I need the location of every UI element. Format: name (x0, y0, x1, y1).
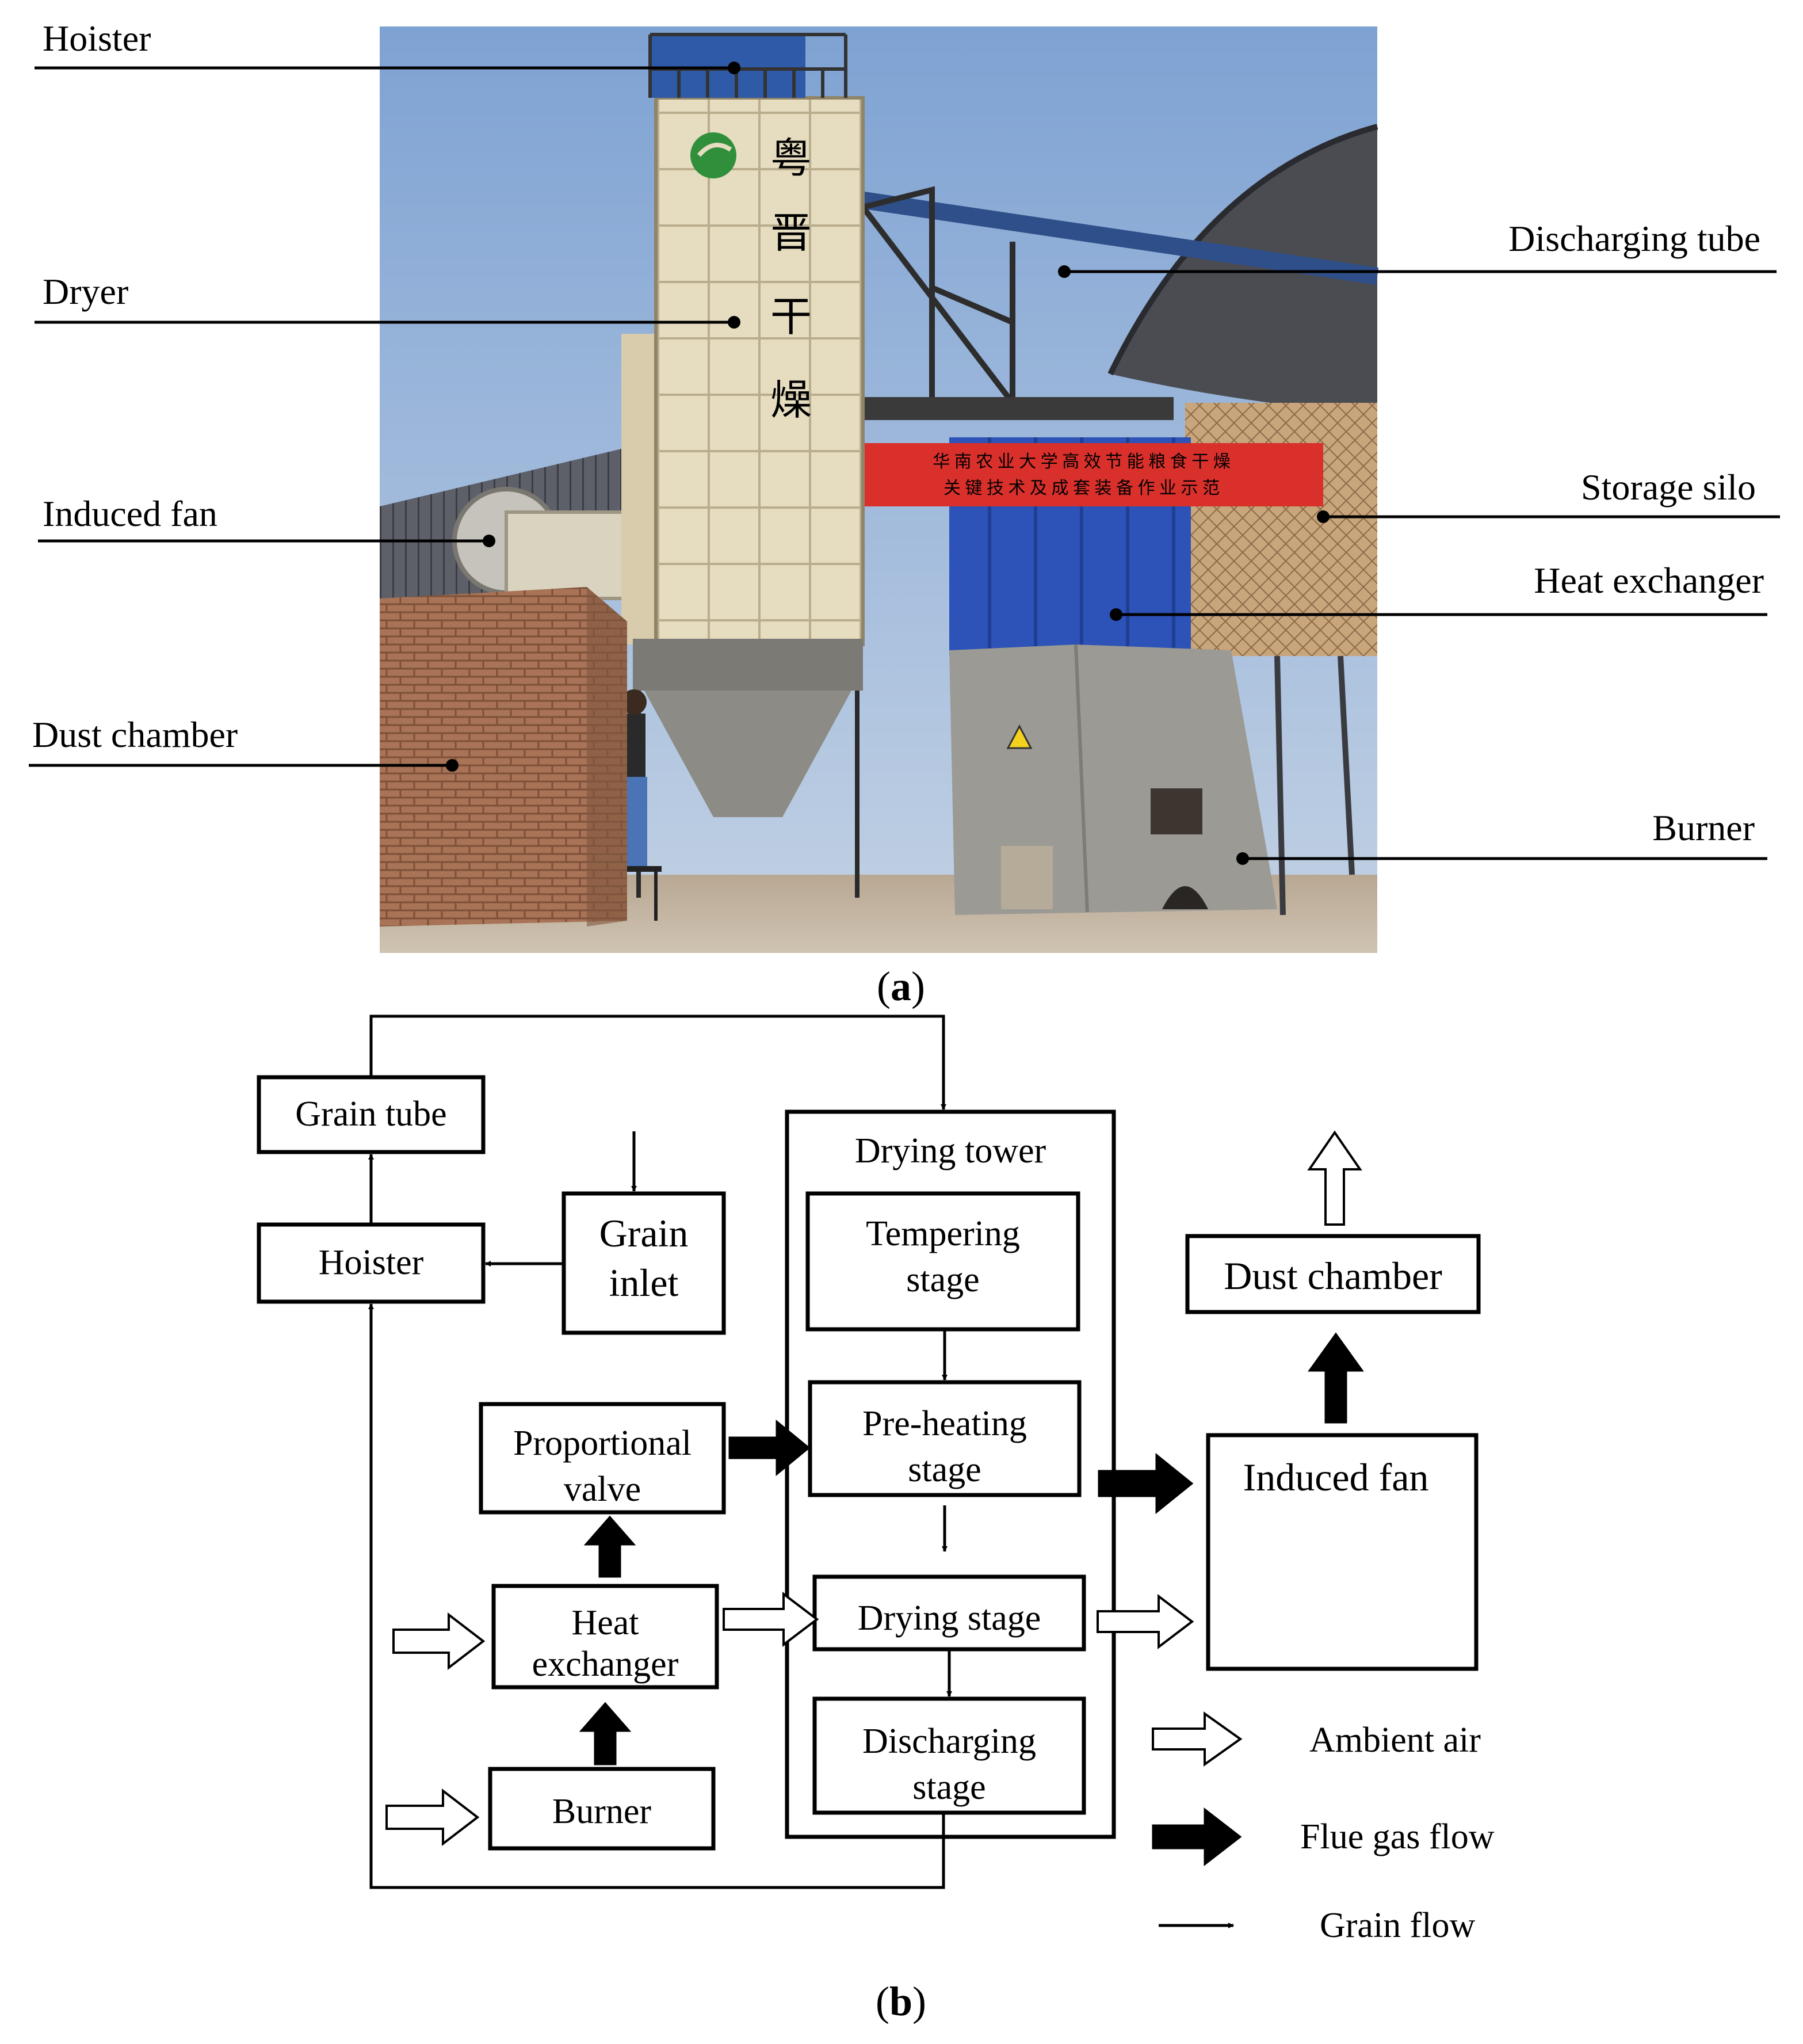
heat-exchanger-label-2: exchanger (532, 1645, 679, 1684)
callout-dryer: Dryer (43, 271, 128, 312)
discharging-stage-box (812, 1696, 1086, 1815)
callout-hoister: Hoister (43, 18, 151, 59)
callout-storage-silo: Storage silo (1581, 467, 1756, 508)
legend-grain-flow: Grain flow (1320, 1906, 1476, 1945)
callout-heat-exchanger: Heat exchanger (1534, 560, 1764, 601)
discharging-label-1: Discharging (862, 1722, 1036, 1761)
burner-label: Burner (552, 1792, 652, 1831)
proportional-valve-label-1: Proportional (513, 1424, 692, 1463)
preheating-label-1: Pre-heating (862, 1404, 1027, 1443)
callout-burner: Burner (1652, 807, 1755, 848)
proportional-valve-label-2: valve (564, 1470, 641, 1509)
grain-inlet-label-2: inlet (609, 1261, 679, 1305)
callout-induced-fan: Induced fan (43, 493, 217, 534)
tempering-label-2: stage (906, 1260, 979, 1299)
callout-leaders (29, 66, 1780, 860)
tempering-stage-box (805, 1191, 1080, 1332)
hoister-label: Hoister (319, 1243, 424, 1282)
callout-dots (446, 62, 1330, 865)
caption-b: (b) (876, 1978, 926, 2024)
caption-a: (a) (877, 963, 925, 1009)
banner-line-1: 华 南 农 业 大 学 高 效 节 能 粮 食 干 燥 (933, 452, 1231, 471)
callout-dust-chamber: Dust chamber (32, 714, 238, 755)
drying-stage-label: Drying stage (858, 1599, 1041, 1638)
proportional-valve-box (479, 1402, 726, 1515)
legend-ambient-air: Ambient air (1309, 1721, 1481, 1760)
heat-exchanger-label-1: Heat (571, 1603, 639, 1642)
induced-fan-box (1206, 1433, 1479, 1671)
preheating-stage-box (808, 1380, 1082, 1497)
tower-char-4: 燥 (770, 377, 812, 424)
drying-tower-label: Drying tower (855, 1131, 1046, 1170)
heat-exchanger-box (491, 1584, 719, 1690)
tower-char-1: 粤 (770, 136, 812, 182)
tower-char-2: 晋 (770, 211, 812, 257)
dust-chamber-box (1185, 1234, 1481, 1314)
grain-tube-label: Grain tube (295, 1095, 446, 1134)
callout-discharging-tube: Discharging tube (1508, 218, 1760, 259)
banner-line-2: 关 键 技 术 及 成 套 装 备 作 业 示 范 (943, 479, 1220, 498)
legend-flue-gas-flow: Flue gas flow (1300, 1817, 1495, 1856)
preheating-label-2: stage (908, 1450, 981, 1489)
tempering-label-1: Tempering (866, 1214, 1020, 1253)
induced-fan-label: Induced fan (1243, 1455, 1429, 1499)
dust-chamber-label: Dust chamber (1224, 1254, 1442, 1298)
flow-diagram: Grain tube Hoister Grain inlet Proportio… (257, 1015, 1495, 1945)
dryer-photo: 华 南 农 业 大 学 高 效 节 能 粮 食 干 燥 关 键 技 术 及 成 … (380, 26, 1379, 953)
tower-char-3: 干 (770, 294, 812, 340)
grain-inlet-label-1: Grain (599, 1211, 689, 1255)
burner-box (488, 1767, 716, 1851)
discharging-label-2: stage (912, 1768, 985, 1807)
